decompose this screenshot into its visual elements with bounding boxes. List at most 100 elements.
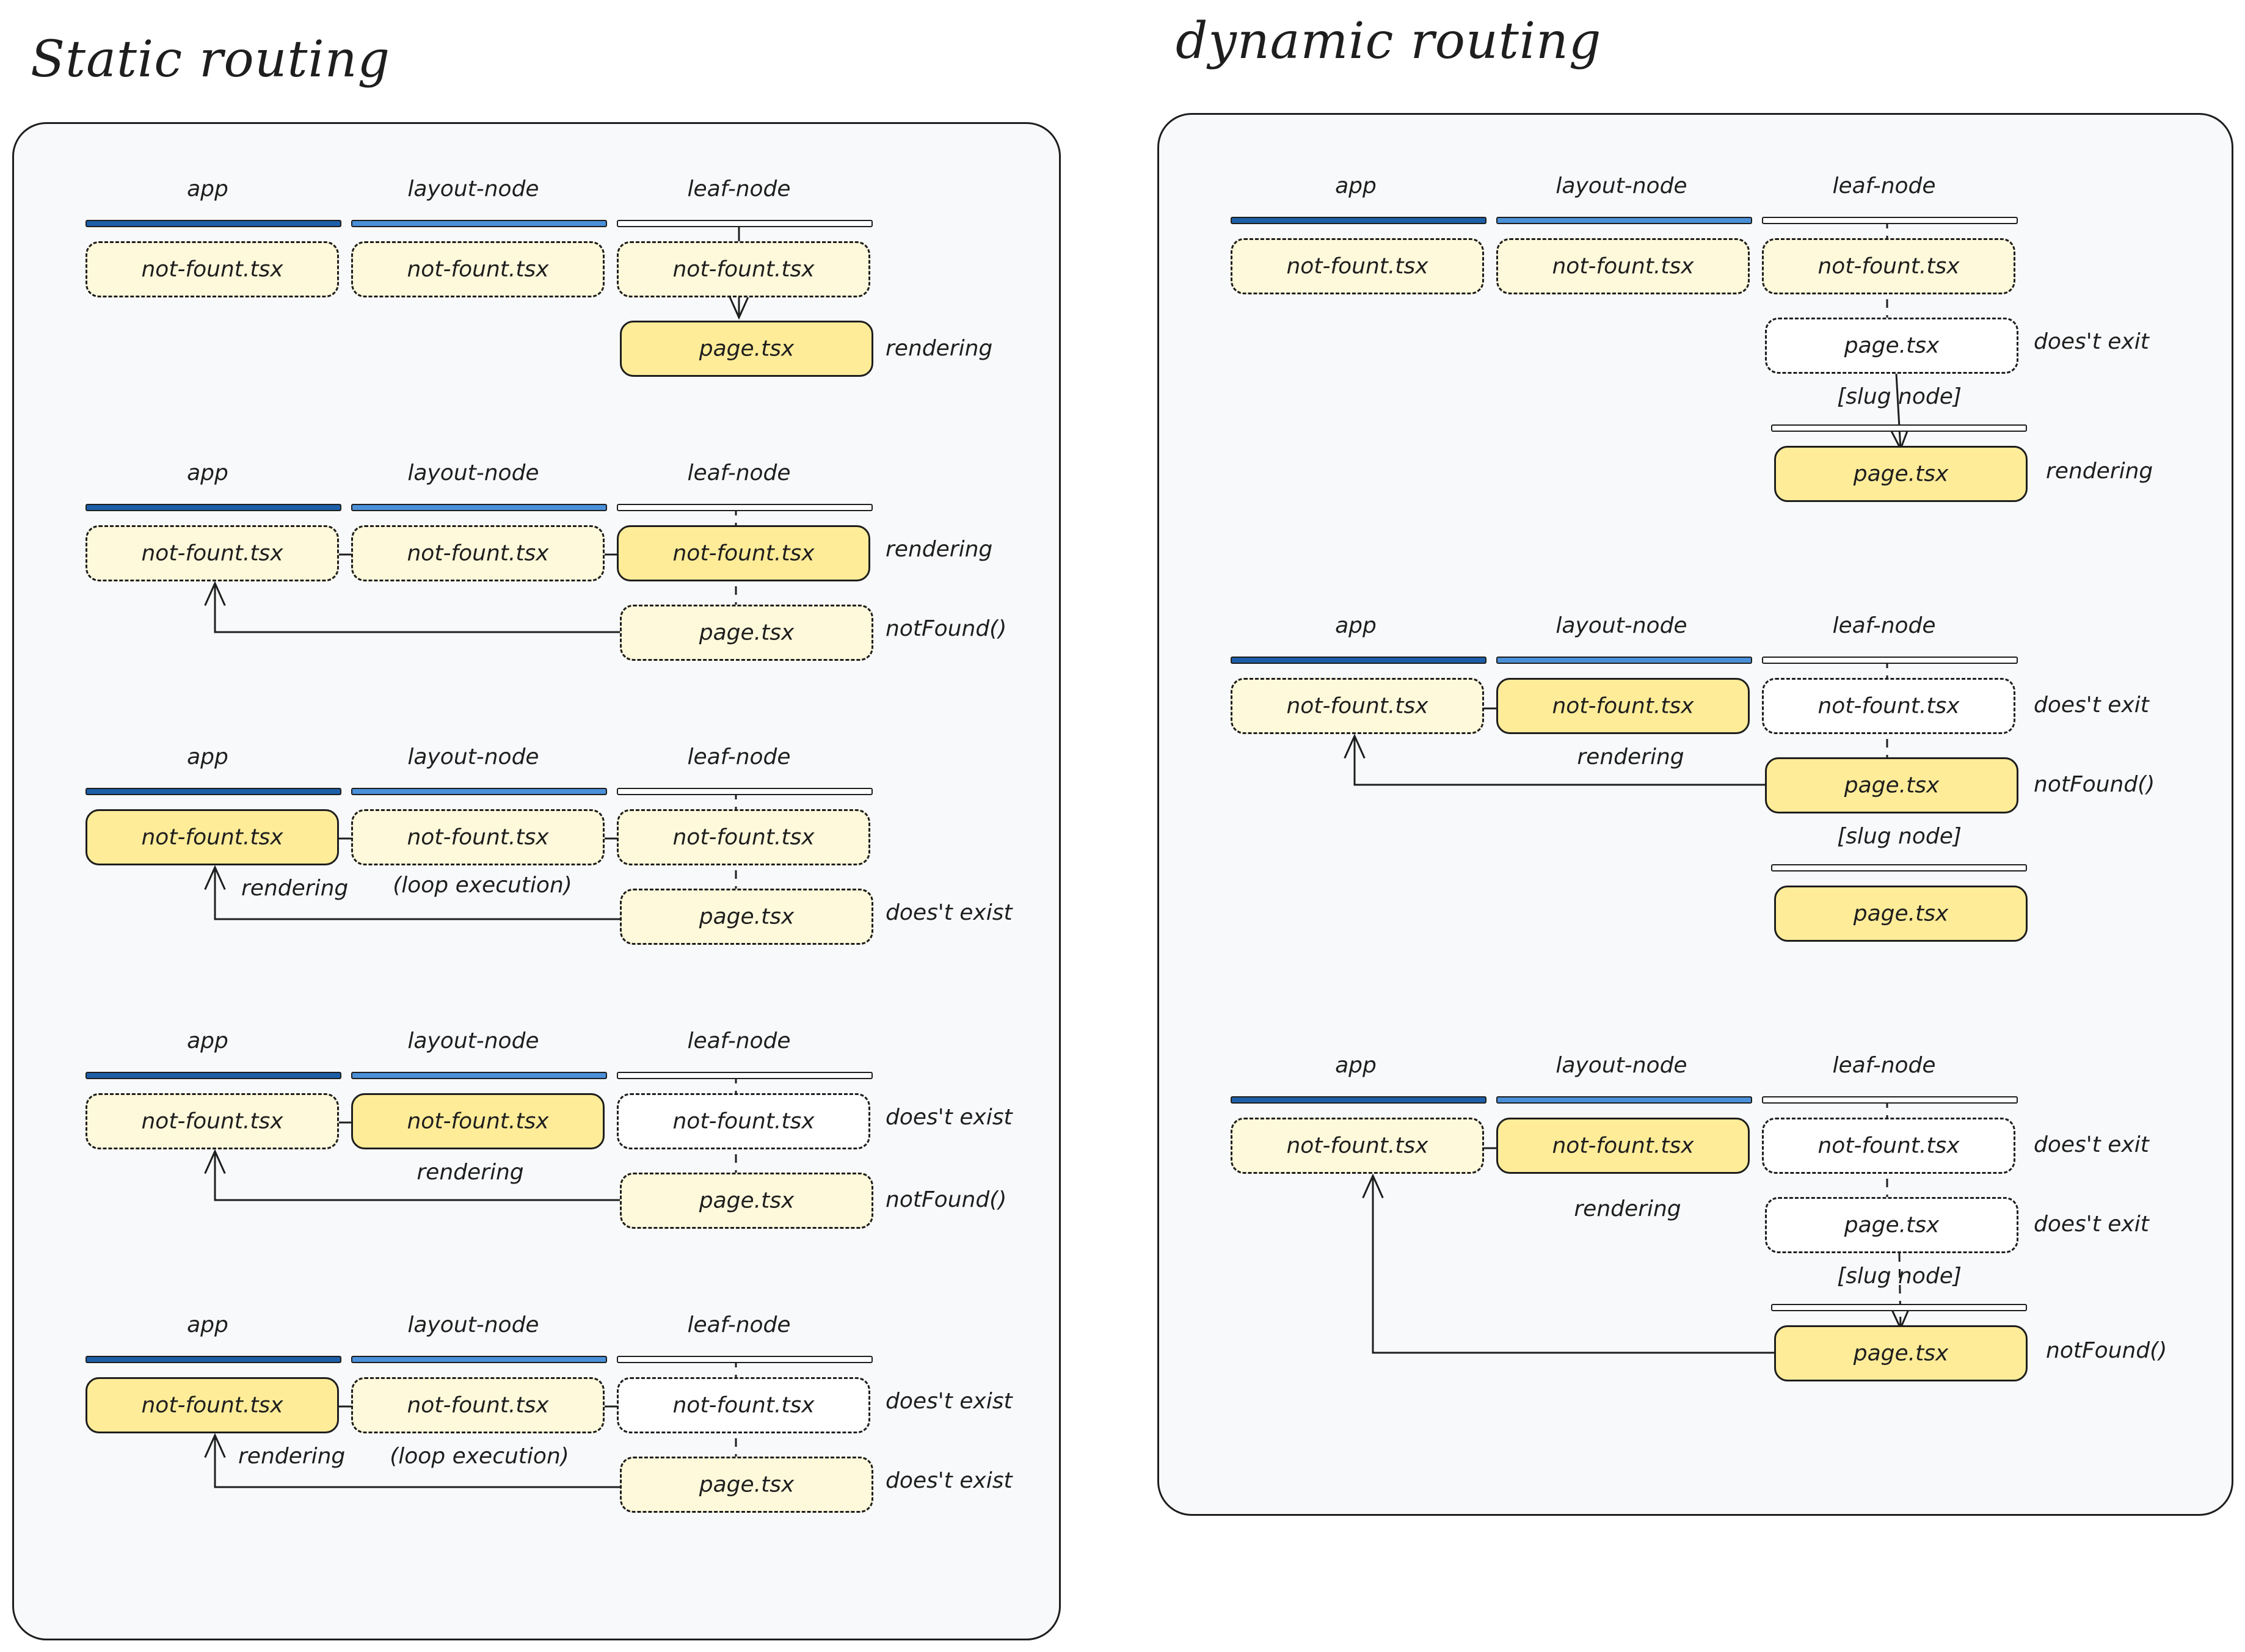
dynamic-section-1-slug-page: page.tsx <box>1774 446 2028 502</box>
dynamic-section-1-page: page.tsx <box>1765 318 2018 374</box>
static-section-2-leaf-bar <box>617 504 873 511</box>
dynamic-section-3-page-status: does't exit <box>2034 1212 2149 1237</box>
dynamic-section-3-return-to-app <box>1372 1176 1774 1354</box>
static-section-3-loop-label: (loop execution) <box>393 873 572 898</box>
static-section-4-not-found-leaf: not-fount.tsx <box>617 1093 870 1149</box>
static-section-4-not-found-layout-label: not-fount.tsx <box>407 1108 549 1134</box>
static-section-5-loop-label: (loop execution) <box>390 1444 569 1469</box>
static-section-4-not-found-app-label: not-fount.tsx <box>141 1108 283 1134</box>
static-section-4-page-status: notFound() <box>886 1187 1007 1212</box>
static-section-2-leaf-header: leaf-node <box>687 460 791 486</box>
dynamic-section-2-not-found-leaf: not-fount.tsx <box>1762 678 2015 734</box>
static-section-4-layout-bar <box>351 1072 607 1079</box>
static-section-4-not-found-layout: not-fount.tsx <box>351 1093 605 1149</box>
static-section-5-page: page.tsx <box>620 1457 873 1513</box>
static-section-1-leaf-header: leaf-node <box>687 176 791 202</box>
static-section-1-not-found-leaf-label: not-fount.tsx <box>672 257 815 282</box>
dynamic-section-3-not-found-layout: not-fount.tsx <box>1496 1118 1750 1174</box>
static-section-5-not-found-app-label: not-fount.tsx <box>141 1392 283 1418</box>
dynamic-routing-title: dynamic routing <box>1176 12 1602 70</box>
static-section-5-layout-bar <box>351 1356 607 1363</box>
static-section-4-not-found-leaf-label: not-fount.tsx <box>672 1108 815 1134</box>
static-section-2-page: page.tsx <box>620 605 873 661</box>
static-section-4-leaf-bar <box>617 1072 873 1079</box>
static-section-3-return-to-app <box>214 867 620 920</box>
static-section-3-layout-header: layout-node <box>407 744 539 770</box>
static-section-2-return-to-app <box>214 583 620 633</box>
static-section-3-app-status: rendering <box>241 876 349 901</box>
static-section-2-page-status: notFound() <box>886 616 1007 641</box>
static-section-2-not-found-leaf: not-fount.tsx <box>617 525 870 581</box>
dynamic-section-1-layout-bar <box>1496 217 1752 224</box>
dynamic-section-2-slug-bar <box>1771 864 2027 871</box>
dynamic-section-1-leaf-bar <box>1762 217 2018 224</box>
dynamic-section-3-app-header: app <box>1335 1053 1377 1078</box>
static-section-5-return-to-app-arrowhead <box>204 1433 226 1458</box>
static-section-3-page-label: page.tsx <box>699 904 795 930</box>
static-section-1-not-found-layout-label: not-fount.tsx <box>407 257 549 282</box>
dynamic-section-3-page: page.tsx <box>1765 1197 2018 1253</box>
dynamic-section-3-leaf-header: leaf-node <box>1832 1053 1936 1078</box>
static-section-4-return-to-app <box>214 1151 620 1201</box>
dynamic-section-3-not-found-app: not-fount.tsx <box>1231 1118 1484 1174</box>
dynamic-section-3-leaf-bar <box>1762 1096 2018 1104</box>
dynamic-section-1-slug-header: [slug node] <box>1837 384 1962 409</box>
dynamic-section-3-not-found-layout-label: not-fount.tsx <box>1552 1133 1694 1159</box>
static-section-5-not-found-app: not-fount.tsx <box>86 1377 339 1433</box>
static-section-4-app-header: app <box>187 1028 228 1053</box>
static-section-2-page-label: page.tsx <box>699 620 795 646</box>
static-section-2-leaf-status: rendering <box>886 537 993 562</box>
static-section-5-not-found-layout-label: not-fount.tsx <box>407 1392 549 1418</box>
dynamic-section-2-not-found-app: not-fount.tsx <box>1231 678 1484 734</box>
dynamic-section-3-slug-status: notFound() <box>2046 1338 2167 1363</box>
static-section-5-return-to-app <box>214 1435 620 1488</box>
static-section-5-not-found-leaf: not-fount.tsx <box>617 1377 870 1433</box>
static-section-2-not-found-app-label: not-fount.tsx <box>141 540 283 566</box>
static-section-4-page: page.tsx <box>620 1173 873 1229</box>
dynamic-section-3-not-found-leaf: not-fount.tsx <box>1762 1118 2015 1174</box>
dynamic-section-2-return-to-app <box>1353 736 1765 786</box>
static-section-5-app-bar <box>86 1356 341 1363</box>
static-section-5-not-found-leaf-label: not-fount.tsx <box>672 1392 815 1418</box>
static-section-5-app-header: app <box>187 1312 228 1337</box>
dynamic-section-2-leaf-header: leaf-node <box>1832 613 1936 638</box>
dynamic-section-3-page-label: page.tsx <box>1844 1212 1940 1238</box>
static-section-5-leaf-status: does't exist <box>886 1389 1013 1414</box>
static-section-4-leaf-status: does't exist <box>886 1105 1013 1130</box>
dynamic-section-1-slug-page-label: page.tsx <box>1853 461 1949 487</box>
static-section-3-leaf-header: leaf-node <box>687 744 791 770</box>
dynamic-section-3-slug-bar <box>1771 1304 2027 1311</box>
static-section-1-not-found-app-label: not-fount.tsx <box>141 257 283 282</box>
dynamic-section-1-page-to-slug <box>1895 373 1902 449</box>
static-section-4-return-to-app-arrowhead <box>204 1149 226 1174</box>
static-section-2-layout-header: layout-node <box>407 460 539 486</box>
static-section-4-not-found-app: not-fount.tsx <box>86 1093 339 1149</box>
static-section-5-leaf-header: leaf-node <box>687 1312 791 1337</box>
static-section-5-app-status: rendering <box>238 1444 346 1469</box>
static-section-3-not-found-layout-label: not-fount.tsx <box>407 824 549 850</box>
static-section-2-app-bar <box>86 504 341 511</box>
static-section-1-app-header: app <box>187 176 228 202</box>
dynamic-section-2-app-bar <box>1231 657 1486 664</box>
dynamic-section-2-not-found-leaf-label: not-fount.tsx <box>1817 693 1960 719</box>
static-section-1-page: page.tsx <box>620 321 873 377</box>
static-section-5-page-status: does't exist <box>886 1468 1013 1493</box>
static-section-4-layout-header: layout-node <box>407 1028 539 1053</box>
static-section-4-app-bar <box>86 1072 341 1079</box>
dynamic-section-2-leaf-status: does't exit <box>2034 693 2149 718</box>
static-section-5-not-found-layout: not-fount.tsx <box>351 1377 605 1433</box>
static-section-2-not-found-layout: not-fount.tsx <box>351 525 605 581</box>
dynamic-section-2-page: page.tsx <box>1765 757 2018 813</box>
dynamic-section-3-slug-page: page.tsx <box>1774 1325 2028 1381</box>
dynamic-section-1-page-status: does't exit <box>2034 329 2149 354</box>
static-section-1-layout-header: layout-node <box>407 176 539 202</box>
static-section-3-leaf-bar <box>617 788 873 795</box>
dynamic-section-2-page-label: page.tsx <box>1844 773 1940 798</box>
dynamic-section-1-not-found-layout: not-fount.tsx <box>1496 238 1750 294</box>
dynamic-section-1-app-bar <box>1231 217 1486 224</box>
dynamic-section-3-slug-page-label: page.tsx <box>1853 1341 1949 1366</box>
dynamic-section-3-leaf-status: does't exit <box>2034 1132 2149 1157</box>
static-section-3-not-found-leaf: not-fount.tsx <box>617 809 870 865</box>
static-section-5-page-label: page.tsx <box>699 1472 795 1497</box>
